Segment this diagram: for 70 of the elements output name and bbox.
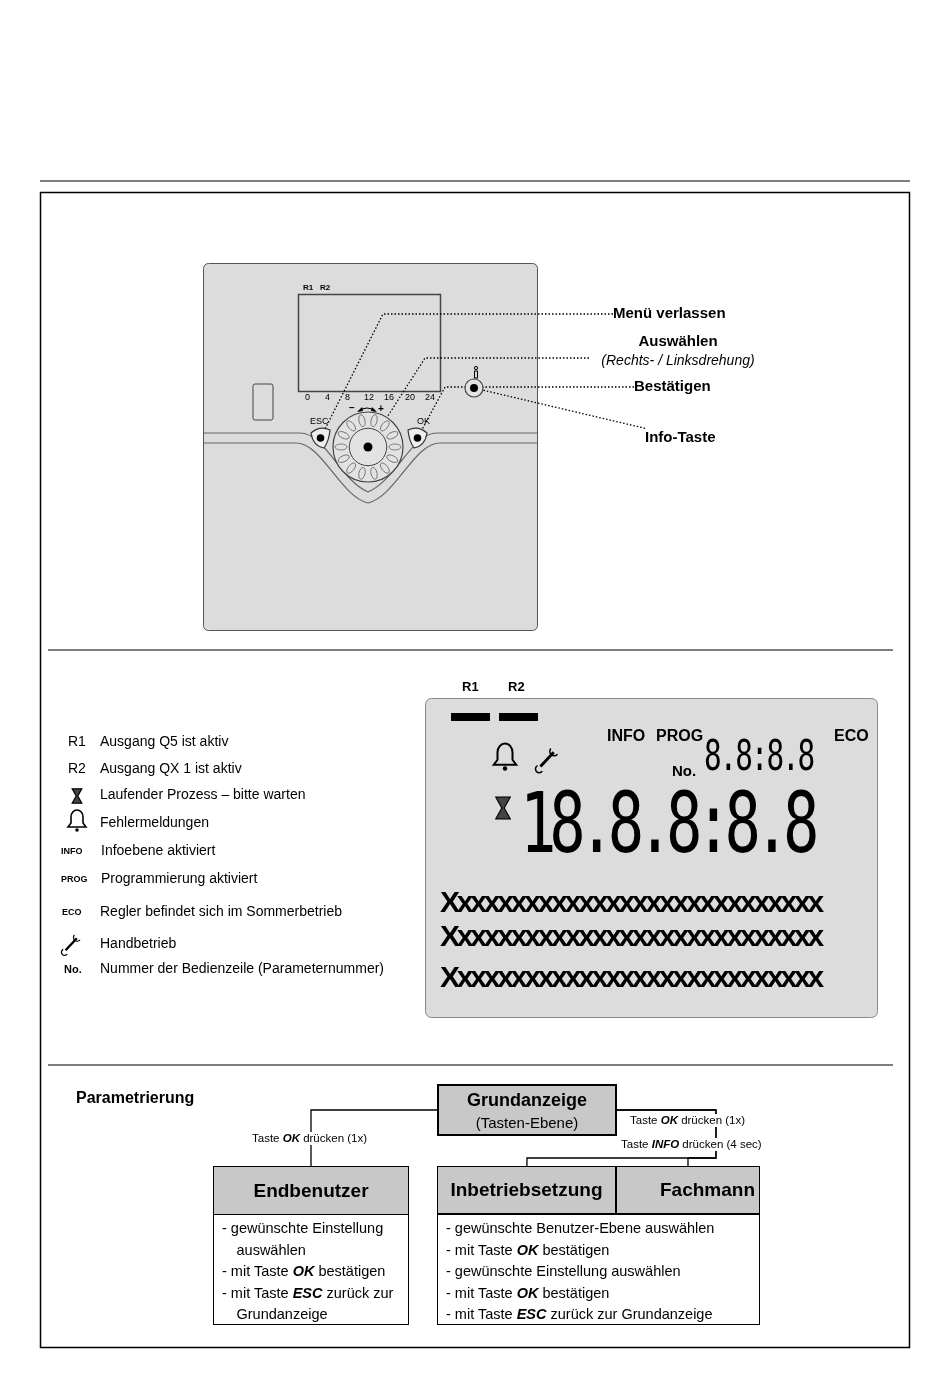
rotary-knob bbox=[332, 411, 404, 483]
push-button bbox=[309, 427, 332, 449]
lcd-symbol: INFO bbox=[607, 727, 646, 746]
indicator-label: R1 bbox=[303, 283, 314, 293]
legend-text: Programmierung aktiviert bbox=[101, 870, 258, 887]
button-label: OK bbox=[417, 416, 430, 427]
lcd-text: Xxxxxxxxxxxxxxxxxxxxxxxxxxxx bbox=[440, 960, 821, 995]
list-item: - mit Taste OK bestätigen bbox=[222, 1262, 387, 1281]
connector-line bbox=[310, 1109, 438, 1167]
box-title: Endbenutzer bbox=[214, 1167, 408, 1215]
indicator-label: R2 bbox=[320, 283, 331, 293]
connector-line bbox=[616, 1109, 717, 1167]
scale-label: 4 bbox=[325, 392, 330, 403]
legend-text: Laufender Prozess – bitte warten bbox=[100, 786, 306, 803]
symbol-label: No. bbox=[64, 963, 82, 976]
callout-text: Auswählen bbox=[637, 331, 719, 351]
scale-label: 20 bbox=[405, 392, 415, 403]
symbol-label: INFO bbox=[61, 846, 83, 857]
leader-line bbox=[482, 389, 646, 429]
edge-label: Taste OK drücken (1x) bbox=[250, 1132, 370, 1146]
edge-label: Taste INFO drücken (4 sec) bbox=[619, 1138, 764, 1152]
plus-sign: + bbox=[378, 403, 384, 415]
callout-text: Bestätigen bbox=[634, 377, 722, 397]
list-item: - mit Taste ESC zurück zur Grundanzeige bbox=[222, 1283, 395, 1324]
symbol-label: R1 bbox=[68, 733, 86, 750]
leader-line bbox=[324, 313, 614, 430]
process-box bbox=[213, 1166, 409, 1325]
round-button bbox=[464, 378, 484, 398]
callout-text: Info-Taste bbox=[645, 428, 727, 448]
legend-text: Handbetrieb bbox=[100, 935, 177, 952]
leader-line bbox=[386, 357, 590, 419]
legend-text: Regler befindet sich im Sommerbetrieb bbox=[100, 903, 342, 920]
legend-text: Ausgang QX 1 ist aktiv bbox=[100, 760, 242, 777]
list-item: - gewünschte Benutzer-Ebene auswählen bbox=[446, 1219, 716, 1238]
push-button bbox=[406, 427, 429, 449]
scale-label: 0 bbox=[305, 392, 310, 403]
legend-text: Ausgang Q5 ist aktiv bbox=[100, 733, 229, 750]
legend-text: Infoebene aktiviert bbox=[101, 842, 216, 859]
indicator-label: R2 bbox=[508, 680, 525, 695]
callout-text: Menü verlassen bbox=[613, 304, 741, 324]
symbol-label: R2 bbox=[68, 760, 86, 777]
lcd-text: Xxxxxxxxxxxxxxxxxxxxxxxxxxxx bbox=[440, 885, 821, 920]
list-item: - mit Taste ESC zurück zur Grundanzeige bbox=[446, 1305, 714, 1324]
lcd-symbol: ECO bbox=[834, 727, 869, 746]
symbol-label: PROG bbox=[61, 874, 88, 885]
box-subtitle: (Tasten-Ebene) bbox=[474, 1113, 580, 1133]
list-item: - mit Taste OK bestätigen bbox=[446, 1283, 611, 1303]
lcd-text: Xxxxxxxxxxxxxxxxxxxxxxxxxxxx bbox=[440, 919, 821, 954]
process-box bbox=[437, 1214, 760, 1325]
edge-label: Taste OK drücken (1x) bbox=[628, 1114, 748, 1128]
scale-label: 12 bbox=[364, 392, 374, 403]
indicator-label: R1 bbox=[462, 680, 479, 695]
leader-line bbox=[421, 386, 635, 430]
symbol-label: ECO bbox=[62, 907, 82, 918]
process-box bbox=[437, 1084, 617, 1136]
lcd-symbol: PROG bbox=[656, 727, 704, 746]
scale-label: 24 bbox=[425, 392, 435, 403]
box-title: Inbetriebsetzung bbox=[437, 1166, 616, 1214]
button-label: ESC bbox=[310, 416, 329, 427]
list-item: - mit Taste OK bestätigen bbox=[446, 1240, 611, 1260]
legend-text: Nummer der Bedienzeile (Parameternummer) bbox=[100, 960, 384, 977]
section-heading: Parametrierung bbox=[76, 1089, 195, 1108]
scale-label: 16 bbox=[384, 392, 394, 403]
list-item: - gewünschte Einstellung auswählen bbox=[446, 1262, 682, 1281]
box-title: Fachmann bbox=[616, 1166, 760, 1214]
scale-label: 8 bbox=[345, 392, 350, 403]
callout-subtext: (Rechts- / Linksdrehung) bbox=[600, 351, 756, 369]
minus-sign: − bbox=[349, 402, 355, 414]
legend-text: Fehlermeldungen bbox=[100, 814, 209, 831]
box-title: Grundanzeige bbox=[466, 1089, 588, 1112]
